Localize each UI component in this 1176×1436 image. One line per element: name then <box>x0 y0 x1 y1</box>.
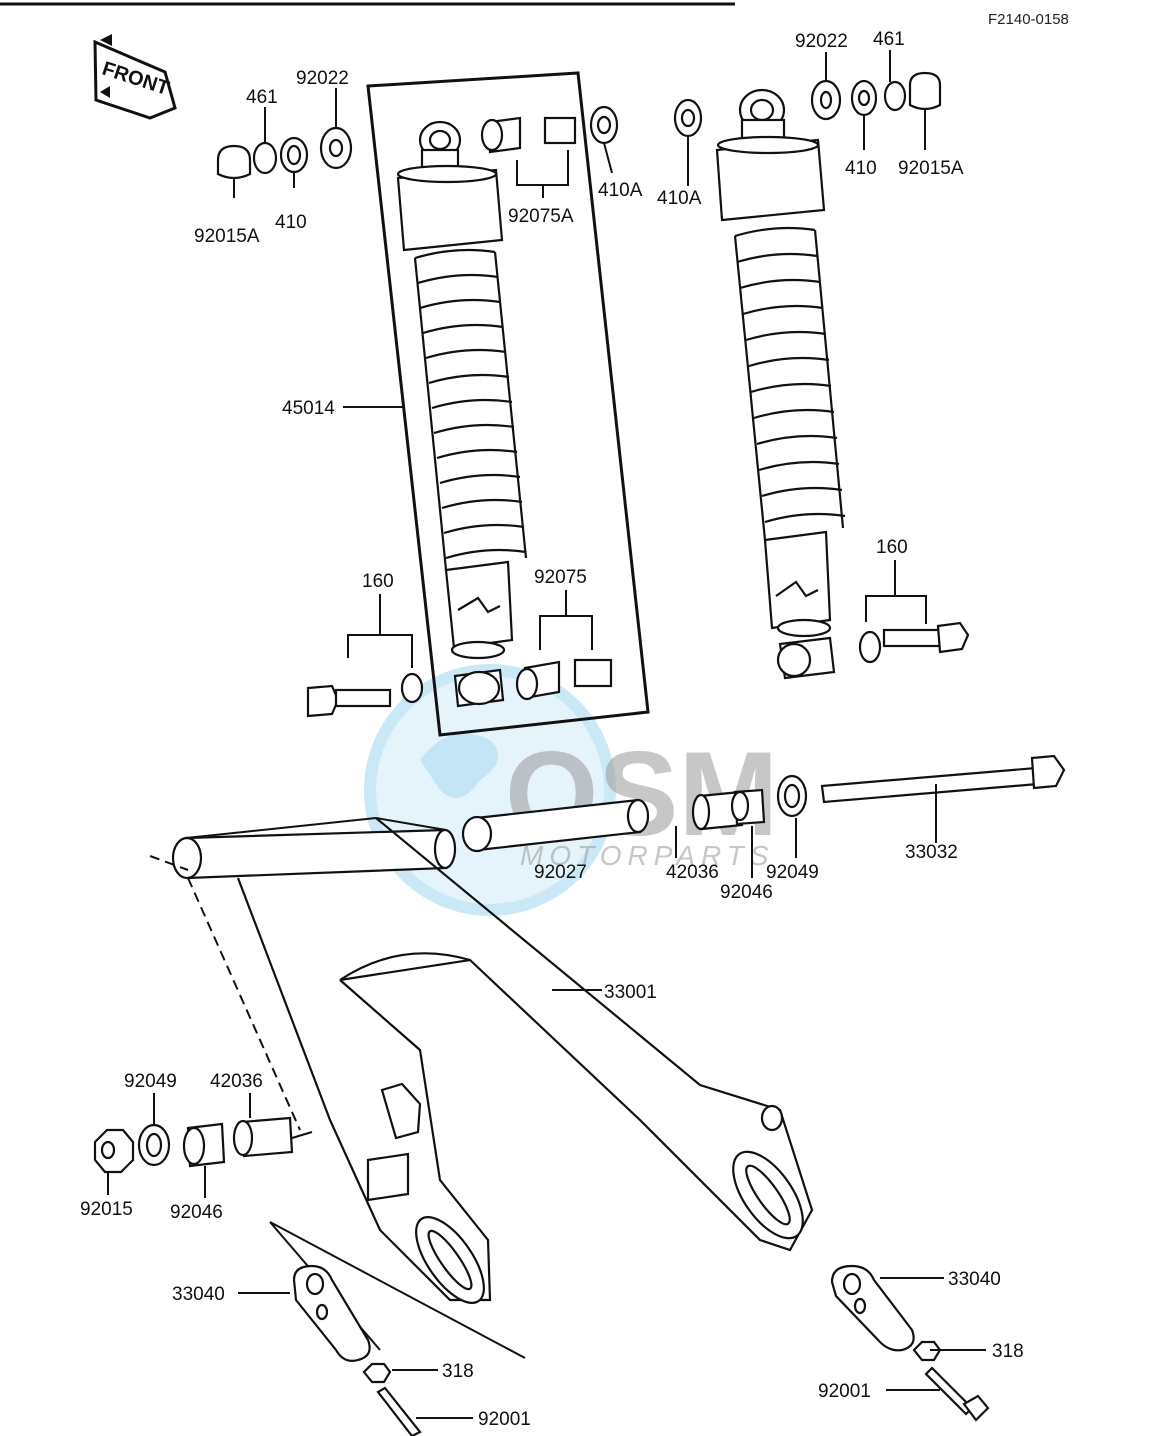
left-shock-spring <box>413 248 528 571</box>
left-shock-absorber <box>366 71 650 737</box>
bolt-160-shank-left <box>334 688 392 708</box>
label-42036-left: 42036 <box>210 1071 263 1092</box>
pivot-hardware-row <box>461 754 1066 878</box>
label-92001-left: 92001 <box>478 1409 531 1430</box>
label-461-right: 461 <box>873 29 905 50</box>
label-45014: 45014 <box>282 398 335 419</box>
label-318-right: 318 <box>992 1341 1024 1362</box>
label-160-left: 160 <box>362 571 394 592</box>
label-318-left: 318 <box>442 1361 474 1382</box>
label-92046-right: 92046 <box>720 882 773 903</box>
collar-92075-b <box>573 658 613 688</box>
left-lower-hardware <box>306 590 613 718</box>
shock-assembly-box <box>366 71 650 737</box>
right-shock-spring <box>733 226 846 541</box>
label-410-left: 410 <box>275 212 307 233</box>
front-direction-sign: FRONT <box>93 34 177 120</box>
label-410A-left: 410A <box>598 180 643 201</box>
washer-160-left <box>400 672 424 704</box>
label-92015A-right: 92015A <box>898 158 964 179</box>
label-92049-left: 92049 <box>124 1071 177 1092</box>
label-92049-right: 92049 <box>766 862 819 883</box>
bolt-92001-right <box>924 1366 974 1416</box>
label-92046-left: 92046 <box>170 1202 223 1223</box>
label-92022-right: 92022 <box>795 31 848 52</box>
part-number-labels: 92022 461 410 92015A 92075A 410A 410A 92… <box>80 29 1024 1430</box>
washer-160-right <box>858 630 882 664</box>
bolt-92001-left <box>376 1386 422 1436</box>
watermark-sub: MOTORPARTS <box>520 840 774 871</box>
label-42036-right: 42036 <box>666 862 719 883</box>
chain-adjuster-33040-left <box>292 1264 371 1362</box>
diagram-code: F2140-0158 <box>988 11 1069 28</box>
label-33001: 33001 <box>604 982 657 1003</box>
right-lower-hardware <box>858 560 970 664</box>
cap-nut-92015A-right <box>908 71 942 111</box>
right-upper-hardware <box>673 71 942 138</box>
label-92015: 92015 <box>80 1199 133 1220</box>
left-upper-hardware <box>216 105 619 198</box>
label-461-left: 461 <box>246 87 278 108</box>
washer-461-right <box>883 80 907 112</box>
bolt-160-shank-right <box>882 628 942 648</box>
label-160-right: 160 <box>876 537 908 558</box>
right-shock-absorber <box>715 88 846 680</box>
leader-lines <box>233 50 926 991</box>
label-92075: 92075 <box>534 567 587 588</box>
label-92075A: 92075A <box>508 206 574 227</box>
cap-nut-92015A-left <box>216 144 252 180</box>
collar-92075A-b <box>543 116 577 145</box>
label-92022-left: 92022 <box>296 68 349 89</box>
label-410A-right: 410A <box>657 188 702 209</box>
right-chain-adjuster <box>830 1264 990 1422</box>
label-92015A-left: 92015A <box>194 226 260 247</box>
label-33032: 33032 <box>905 842 958 863</box>
nut-318-left <box>362 1362 392 1384</box>
bolt-160-head-right <box>936 621 970 654</box>
label-33040-left: 33040 <box>172 1284 225 1305</box>
pivot-shaft-33032 <box>820 766 1040 804</box>
label-410-right: 410 <box>845 158 877 179</box>
label-92027: 92027 <box>534 862 587 883</box>
left-pivot-hardware <box>93 1093 313 1198</box>
left-chain-adjuster <box>238 1264 473 1436</box>
washer-461-left <box>252 141 278 175</box>
bolt-160-head-left <box>306 684 340 718</box>
label-33040-right: 33040 <box>948 1269 1001 1290</box>
label-92001-right: 92001 <box>818 1381 871 1402</box>
brake-anchor-bracket <box>366 1152 410 1202</box>
